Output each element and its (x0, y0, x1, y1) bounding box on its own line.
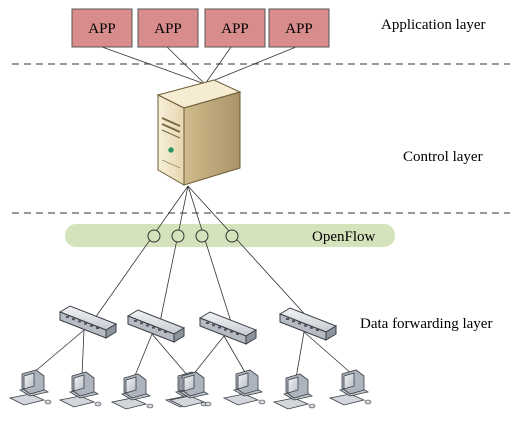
openflow-label: OpenFlow (312, 229, 376, 245)
app-box-label: APP (154, 21, 182, 37)
host-link (81, 329, 85, 377)
switch-icon (198, 311, 258, 345)
app-links (101, 46, 297, 85)
openflow-marker (195, 229, 209, 243)
switch-icon (58, 305, 118, 339)
host-link (31, 329, 85, 375)
app-box: APP (71, 8, 133, 48)
host-link (191, 335, 225, 377)
switch-icon (126, 309, 186, 343)
openflow-channel-markers (147, 229, 239, 243)
control-layer-label: Control layer (403, 149, 483, 165)
computer-icon (168, 371, 212, 408)
computer-icon (110, 373, 154, 410)
app-box: APP (268, 8, 330, 48)
app-box-label: APP (88, 21, 116, 37)
controller-server-icon (156, 79, 242, 186)
application-layer-label: Application layer (381, 17, 486, 33)
host-link (303, 331, 353, 375)
host-link (151, 333, 189, 377)
computer-icon (222, 369, 266, 406)
data-forwarding-devices (8, 305, 372, 410)
openflow-marker (225, 229, 239, 243)
openflow-marker (171, 229, 185, 243)
host-link (223, 335, 247, 375)
app-box: APP (204, 8, 266, 48)
app-box-label: APP (221, 21, 249, 37)
host-link (133, 333, 153, 379)
host-link (295, 331, 305, 379)
computer-icon (8, 369, 52, 406)
app-box-label: APP (285, 21, 313, 37)
openflow-marker (147, 229, 161, 243)
computer-icon (272, 373, 316, 410)
app-box: APP (137, 8, 199, 48)
switch-links (94, 185, 311, 326)
computer-icon (328, 369, 372, 406)
computer-icon (58, 371, 102, 408)
data-forwarding-layer-label: Data forwarding layer (360, 316, 492, 332)
switch-icon (278, 307, 338, 341)
